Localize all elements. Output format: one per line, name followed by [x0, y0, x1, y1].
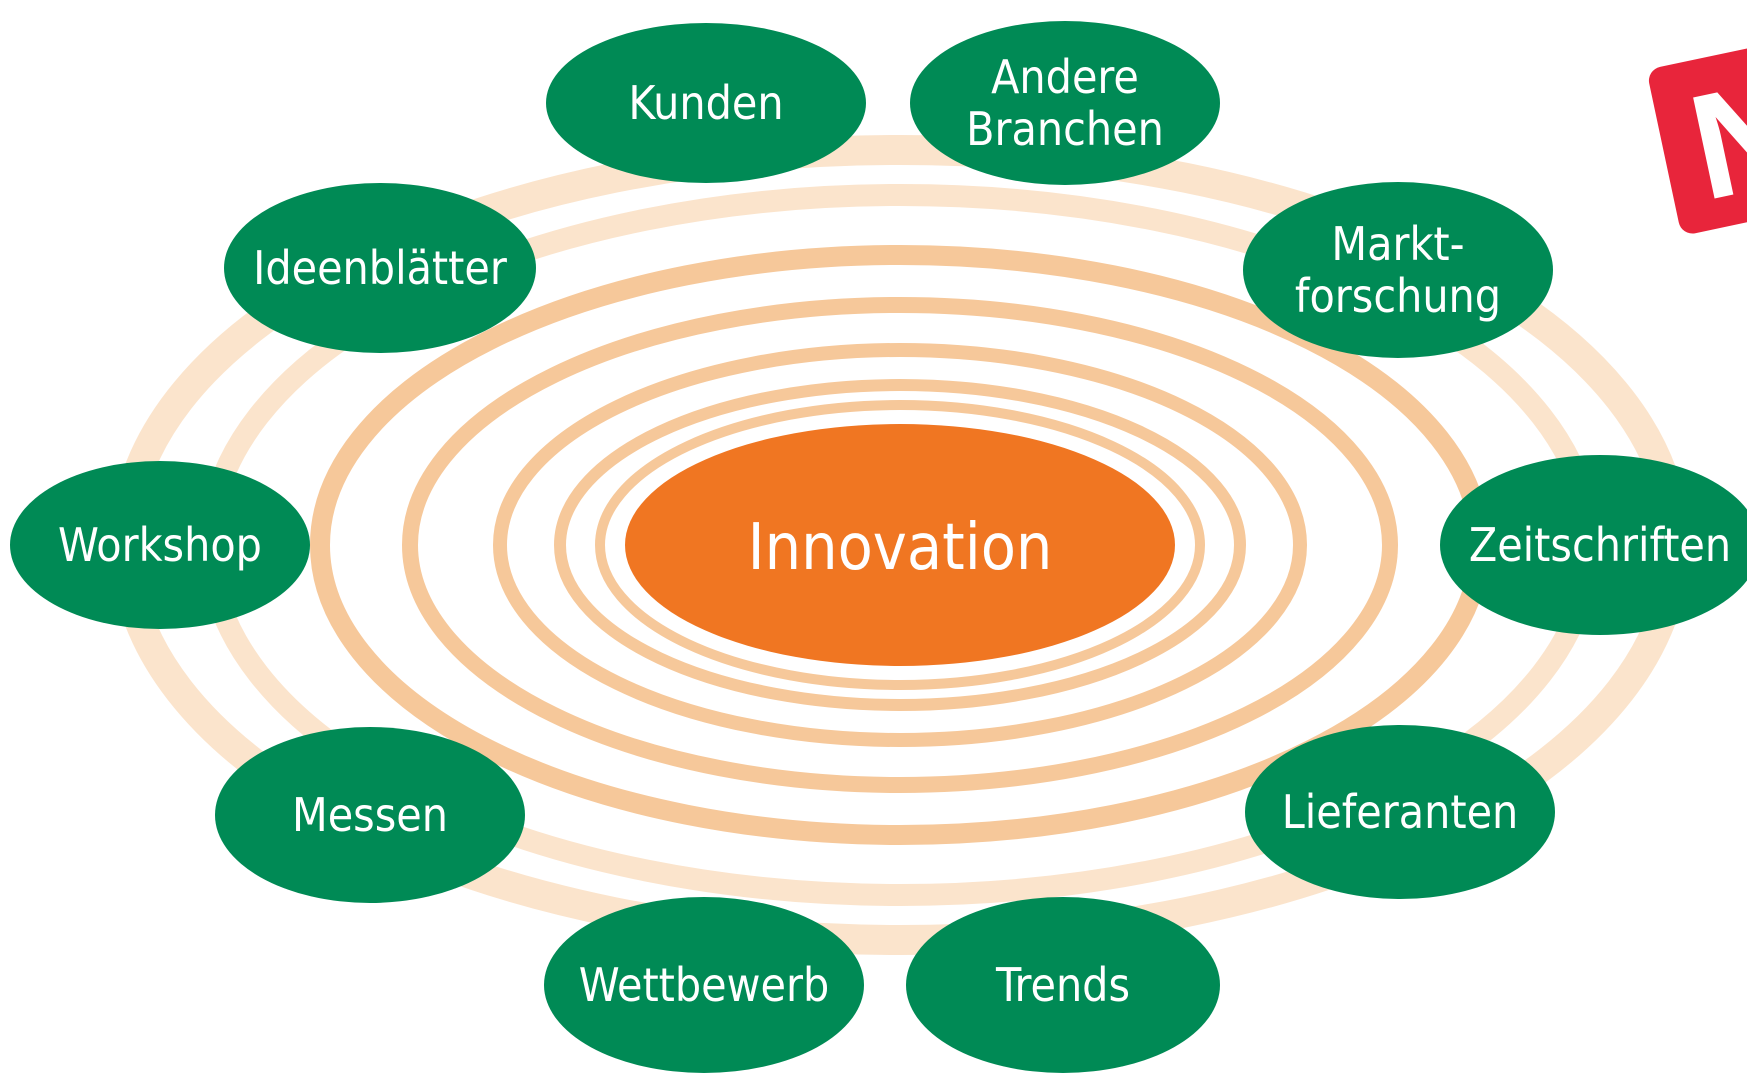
node-ideenblaetter: Ideenblätter	[224, 183, 536, 353]
node-label: Branchen	[966, 102, 1164, 156]
node-label: Zeitschriften	[1469, 518, 1731, 572]
node-shape	[224, 183, 536, 353]
node-shape	[215, 727, 525, 903]
node-label: Lieferanten	[1282, 785, 1519, 839]
node-label: Messen	[292, 788, 448, 842]
node-wettbewerb: Wettbewerb	[544, 897, 864, 1073]
ring-5	[493, 343, 1307, 747]
center-label: Innovation	[748, 511, 1053, 585]
badge-shape	[1648, 26, 1747, 234]
node-workshop: Workshop	[10, 461, 310, 629]
node-shape	[1245, 725, 1555, 899]
node-label: Kunden	[628, 76, 783, 130]
node-label: Workshop	[58, 518, 262, 572]
node-shape	[546, 23, 866, 183]
node-shape	[906, 897, 1220, 1073]
node-shape	[1243, 182, 1553, 358]
ring-4	[402, 297, 1398, 793]
node-label: Andere	[991, 50, 1139, 104]
node-shape	[544, 897, 864, 1073]
ring-7	[595, 400, 1205, 690]
node-label: Trends	[995, 958, 1130, 1012]
node-label: Wettbewerb	[579, 958, 829, 1012]
node-marktforschung: Markt-forschung	[1243, 182, 1553, 358]
ring-6	[554, 379, 1246, 711]
node-kunden: Kunden	[546, 23, 866, 183]
badge: N	[1648, 26, 1747, 234]
center-node: Innovation	[625, 424, 1175, 666]
node-shape	[10, 461, 310, 629]
node-trends: Trends	[906, 897, 1220, 1073]
node-label: Markt-	[1331, 217, 1464, 271]
node-shape	[1440, 455, 1747, 635]
node-messen: Messen	[215, 727, 525, 903]
node-shape	[910, 21, 1220, 185]
node-lieferanten: Lieferanten	[1245, 725, 1555, 899]
node-label: Ideenblätter	[253, 241, 508, 295]
node-zeitschriften: Zeitschriften	[1440, 455, 1747, 635]
node-label: forschung	[1295, 269, 1501, 323]
